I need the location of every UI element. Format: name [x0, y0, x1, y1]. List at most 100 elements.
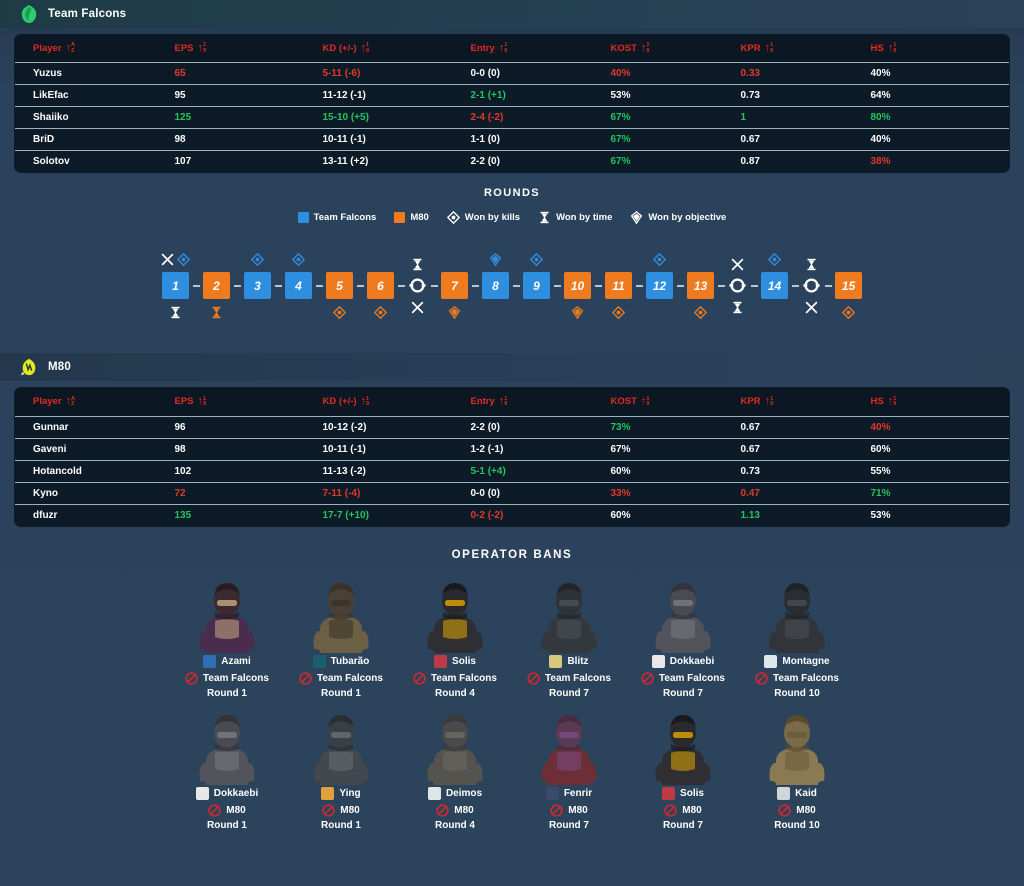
ban-team-row: M80	[550, 804, 588, 817]
operator-ban-card[interactable]: Ying M80 Round 1	[284, 703, 398, 831]
operator-ban-card[interactable]: Fenrir M80 Round 7	[512, 703, 626, 831]
round-12[interactable]: 12	[643, 246, 677, 325]
operator-ban-card[interactable]: Montagne Team Falcons Round 10	[740, 571, 854, 699]
cell-eps: 102	[174, 459, 323, 483]
timeline-connector	[233, 284, 241, 287]
round-box[interactable]: 14	[761, 272, 788, 300]
round-1[interactable]: 1	[159, 246, 193, 325]
operator-ban-card[interactable]: Solis Team Falcons Round 4	[398, 571, 512, 699]
round-15[interactable]: 15	[832, 246, 866, 325]
round-7[interactable]: 7	[438, 246, 472, 325]
round-11[interactable]: 11	[602, 246, 636, 325]
round-box[interactable]: 3	[244, 272, 271, 300]
round-2[interactable]: 2	[200, 246, 234, 325]
round-8[interactable]: 8	[479, 246, 513, 325]
round-box[interactable]: 2	[203, 272, 230, 300]
round-box[interactable]: 13	[687, 272, 714, 300]
objective-icon	[448, 305, 461, 319]
operator-name-row: Dokkaebi	[195, 786, 258, 800]
operator-ban-card[interactable]: Tubarão Team Falcons Round 1	[284, 571, 398, 699]
round-9[interactable]: 9	[520, 246, 554, 325]
operator-ban-card[interactable]: Azami Team Falcons Round 1	[170, 571, 284, 699]
round-bottom-icons	[374, 299, 387, 325]
round-top-icons	[805, 251, 818, 277]
operator-ban-card[interactable]: Blitz Team Falcons Round 7	[512, 571, 626, 699]
team-header-falcons: Team Falcons	[0, 0, 1024, 28]
round-box[interactable]: 11	[605, 272, 632, 300]
operator-badge-icon	[195, 786, 209, 800]
round-5[interactable]: 5	[323, 246, 357, 325]
operator-ban-card[interactable]: Dokkaebi Team Falcons Round 7	[626, 571, 740, 699]
operator-ban-card[interactable]: Solis M80 Round 7	[626, 703, 740, 831]
round-box[interactable]: 10	[564, 272, 591, 300]
operator-ban-card[interactable]: Dokkaebi M80 Round 1	[170, 703, 284, 831]
round-box[interactable]: 4	[285, 272, 312, 300]
operator-ban-card[interactable]: Deimos M80 Round 4	[398, 703, 512, 831]
round-box[interactable]: 9	[523, 272, 550, 300]
round-14[interactable]: 14	[758, 246, 792, 325]
round-6[interactable]: 6	[364, 246, 398, 325]
montagne-art	[769, 582, 825, 655]
round-box[interactable]: 15	[835, 272, 862, 300]
round-box[interactable]: 6	[367, 272, 394, 300]
cell-entry: 1-1 (0)	[470, 128, 611, 151]
timeline-connector	[750, 284, 758, 287]
cell-hs: 55%	[870, 459, 1009, 483]
hourglass-icon	[212, 306, 221, 319]
ban-team-row: M80	[322, 804, 360, 817]
round-box[interactable]: 8	[482, 272, 509, 300]
round-3[interactable]: 3	[241, 246, 275, 325]
ban-round: Round 7	[663, 819, 703, 831]
round-4[interactable]: 4	[282, 246, 316, 325]
cell-kpr: 1	[740, 106, 871, 129]
round-box[interactable]: 5	[326, 272, 353, 300]
round-box[interactable]: 7	[441, 272, 468, 300]
round-box[interactable]: 12	[646, 272, 673, 300]
operator-ban-card[interactable]: Kaid M80 Round 10	[740, 703, 854, 831]
round-13[interactable]: 13	[684, 246, 718, 325]
timeline-connector	[315, 284, 323, 287]
round-10[interactable]: 10	[561, 246, 595, 325]
round-box[interactable]: 1	[162, 272, 189, 300]
